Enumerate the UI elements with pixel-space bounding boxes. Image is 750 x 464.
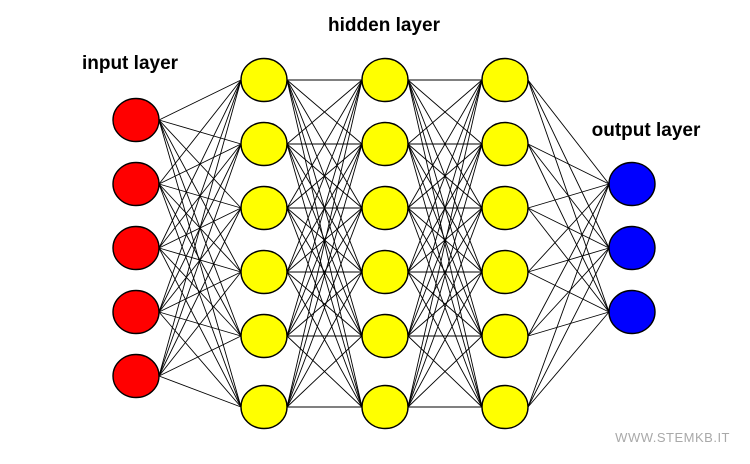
watermark-text: WWW.STEMKB.IT [615, 430, 730, 445]
node-hidden-1-6 [240, 384, 288, 430]
edge-hidden-2-to-hidden-3 [407, 335, 483, 408]
edge-hidden-2-to-hidden-3 [407, 79, 483, 209]
node-hidden-3-4 [481, 249, 529, 295]
edge-hidden-2-to-hidden-3 [407, 79, 483, 145]
layer-hidden-3 [481, 57, 529, 430]
edge-hidden-3-to-output [527, 183, 610, 337]
node-hidden-3-3 [481, 185, 529, 231]
edge-hidden-2-to-hidden-3 [407, 207, 483, 408]
edge-input-to-hidden-1 [158, 207, 242, 377]
edge-hidden-1-to-hidden-2 [286, 207, 363, 408]
edge-input-to-hidden-1 [158, 79, 242, 185]
node-output-2 [608, 225, 656, 271]
node-hidden-1-3 [240, 185, 288, 231]
edge-hidden-2-to-hidden-3 [407, 79, 483, 273]
edge-hidden-1-to-hidden-2 [286, 79, 363, 337]
edge-hidden-1-to-hidden-2 [286, 79, 363, 145]
node-hidden-2-4 [361, 249, 409, 295]
node-input-4 [112, 289, 160, 335]
edge-input-to-hidden-1 [158, 375, 242, 408]
node-hidden-3-1 [481, 57, 529, 103]
edge-hidden-3-to-output [527, 183, 610, 273]
node-input-5 [112, 353, 160, 399]
node-hidden-1-1 [240, 57, 288, 103]
edges [158, 79, 610, 408]
edge-input-to-hidden-1 [158, 183, 242, 408]
edge-input-to-hidden-1 [158, 79, 242, 249]
edge-hidden-3-to-output [527, 183, 610, 209]
edge-hidden-3-to-output [527, 247, 610, 337]
edge-input-to-hidden-1 [158, 79, 242, 313]
node-hidden-2-1 [361, 57, 409, 103]
node-hidden-3-2 [481, 121, 529, 167]
edge-hidden-1-to-hidden-2 [286, 79, 363, 209]
node-output-3 [608, 289, 656, 335]
node-hidden-2-5 [361, 313, 409, 359]
edge-input-to-hidden-1 [158, 311, 242, 408]
node-hidden-1-4 [240, 249, 288, 295]
edge-hidden-1-to-hidden-2 [286, 79, 363, 273]
layer-hidden-2 [361, 57, 409, 430]
edge-hidden-1-to-hidden-2 [286, 143, 363, 408]
input-layer-label: input layer [81, 53, 179, 74]
edge-input-to-hidden-1 [158, 335, 242, 377]
edge-hidden-3-to-output [527, 311, 610, 408]
output-layer-label: output layer [591, 120, 701, 141]
edge-hidden-2-to-hidden-3 [407, 79, 483, 337]
edge-hidden-1-to-hidden-2 [286, 271, 363, 408]
edge-hidden-1-to-hidden-2 [286, 207, 363, 337]
node-input-2 [112, 161, 160, 207]
edge-hidden-3-to-output [527, 143, 610, 185]
edge-hidden-2-to-hidden-3 [407, 79, 483, 408]
hidden-layer-label: hidden layer [328, 15, 440, 36]
node-hidden-1-5 [240, 313, 288, 359]
edge-hidden-1-to-hidden-2 [286, 79, 363, 408]
node-hidden-2-2 [361, 121, 409, 167]
node-input-3 [112, 225, 160, 271]
node-output-1 [608, 161, 656, 207]
edge-hidden-1-to-hidden-2 [286, 271, 363, 337]
edge-hidden-1-to-hidden-2 [286, 143, 363, 337]
layer-input [112, 97, 160, 399]
edge-hidden-3-to-output [527, 247, 610, 408]
edge-input-to-hidden-1 [158, 119, 242, 408]
edge-hidden-2-to-hidden-3 [407, 271, 483, 337]
edge-input-to-hidden-1 [158, 79, 242, 121]
edge-input-to-hidden-1 [158, 247, 242, 408]
edge-hidden-3-to-output [527, 311, 610, 337]
edge-hidden-2-to-hidden-3 [407, 143, 483, 337]
node-hidden-2-3 [361, 185, 409, 231]
edge-input-to-hidden-1 [158, 143, 242, 377]
edge-hidden-2-to-hidden-3 [407, 207, 483, 337]
edge-hidden-1-to-hidden-2 [286, 335, 363, 408]
node-hidden-3-6 [481, 384, 529, 430]
node-hidden-2-6 [361, 384, 409, 430]
edge-hidden-2-to-hidden-3 [407, 143, 483, 408]
edge-input-to-hidden-1 [158, 79, 242, 377]
layer-hidden-1 [240, 57, 288, 430]
edge-hidden-3-to-output [527, 183, 610, 408]
layer-output [608, 161, 656, 335]
node-input-1 [112, 97, 160, 143]
node-hidden-1-2 [240, 121, 288, 167]
edge-input-to-hidden-1 [158, 271, 242, 377]
edge-hidden-2-to-hidden-3 [407, 271, 483, 408]
edge-hidden-3-to-output [527, 79, 610, 185]
node-hidden-3-5 [481, 313, 529, 359]
